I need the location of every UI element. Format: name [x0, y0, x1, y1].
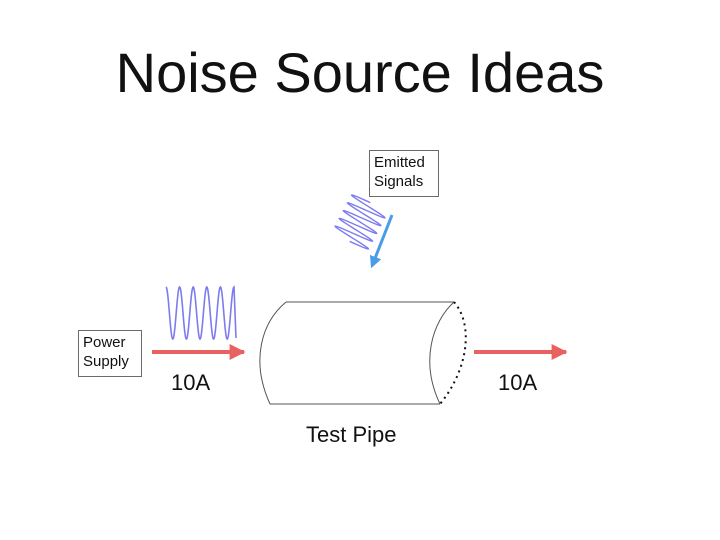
emitted-signal-arrow — [369, 214, 394, 269]
emitted-signals-label-line1: Emitted — [374, 154, 425, 171]
emitted-signals-label-line2: Signals — [374, 173, 424, 190]
power-supply-box: Power Supply — [78, 330, 142, 377]
emitted-signal-wave — [334, 194, 386, 250]
slide-title: Noise Source Ideas — [115, 41, 605, 104]
emitted-signals-box: Emitted Signals — [369, 150, 439, 197]
output-current-label: 10A — [498, 370, 538, 395]
ac-signal-wave — [165, 285, 237, 341]
input-current-label: 10A — [171, 370, 211, 395]
test-pipe-shape — [259, 301, 467, 405]
test-pipe-label: Test Pipe — [306, 422, 397, 447]
power-supply-label-line2: Supply — [83, 353, 129, 370]
power-supply-label-line1: Power — [83, 334, 126, 351]
